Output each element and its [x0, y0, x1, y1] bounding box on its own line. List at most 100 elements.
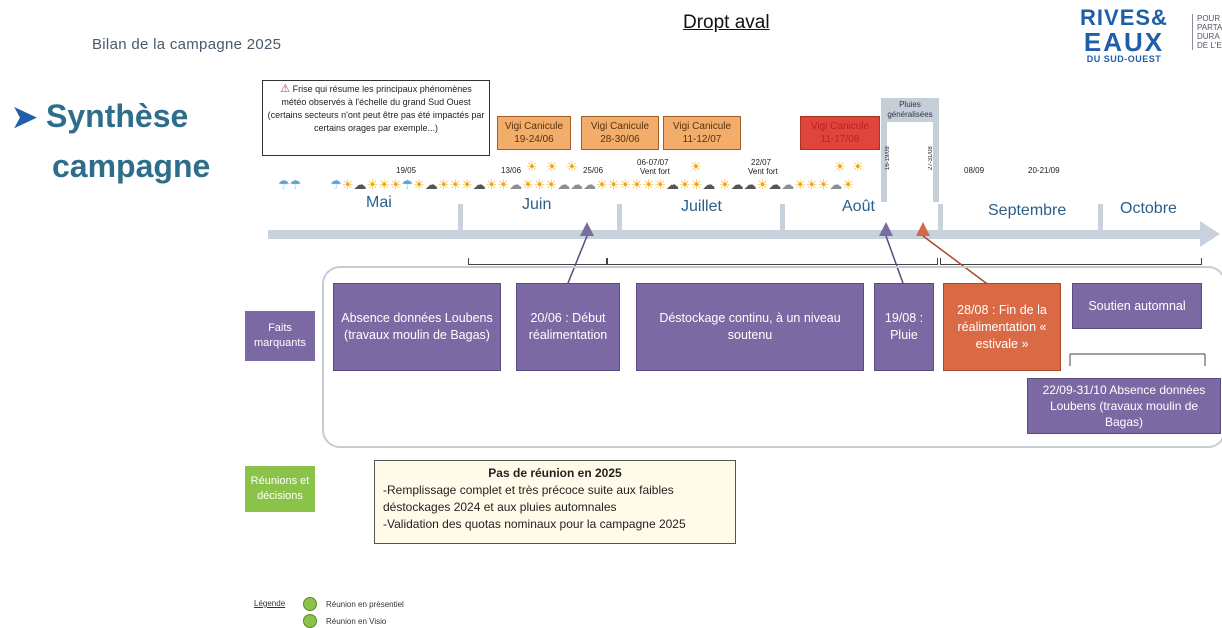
sun-icon: ☀ — [607, 177, 620, 192]
date-label: 08/09 — [964, 166, 985, 175]
timeline-tick — [1098, 204, 1103, 238]
pin-marker-red — [916, 222, 930, 236]
faits-marquants-label: Faits marquants — [245, 311, 315, 361]
sun-icon: ☀ — [596, 177, 608, 192]
sun-icon: ☀ — [852, 159, 864, 174]
sun-icon: ☀ — [366, 177, 379, 192]
month-mai: Mai — [366, 194, 392, 211]
page-title: Dropt aval — [683, 12, 770, 33]
reunion-title: Pas de réunion en 2025 — [488, 466, 622, 480]
sun-icon: ☀ — [842, 177, 854, 192]
sun-icon: ☀ — [341, 177, 354, 192]
sun-icon: ☀ — [526, 159, 538, 174]
sun-icon: ☀ — [522, 177, 534, 192]
timeline-bar — [268, 230, 1206, 239]
reunion-box: Pas de réunion en 2025 -Remplissage comp… — [374, 460, 736, 544]
legend-item: Réunion en Visio — [326, 617, 387, 626]
storm-icon: ☁ — [702, 177, 716, 192]
date-label: 19/05 — [396, 166, 417, 175]
period-bracket — [468, 258, 608, 265]
vigi-title: Vigi Canicule — [810, 121, 870, 132]
cloud-icon: ☁ — [509, 177, 523, 192]
presentation-subtitle: Bilan de la campagne 2025 — [92, 36, 282, 53]
sun-icon: ☀ — [461, 177, 473, 192]
month-juillet: Juillet — [681, 198, 722, 215]
logo-line-2: EAUX — [1083, 27, 1165, 57]
storm-icon: ☁ — [424, 177, 438, 192]
sun-icon: ☀ — [378, 177, 390, 192]
weather-note-text: Frise qui résume les principaux phénomèn… — [267, 84, 485, 133]
vigi-title: Vigi Canicule — [504, 121, 564, 132]
vigi-dates: 28-30/06 — [600, 134, 640, 145]
date-label: 22/07 — [751, 158, 772, 167]
sun-icon: ☀ — [679, 177, 691, 192]
timeline-tick — [938, 204, 943, 238]
event-box: 20/06 : Début réalimentation — [516, 283, 620, 371]
sun-icon: ☀ — [690, 159, 702, 174]
sun-icon: ☀ — [497, 177, 510, 192]
month-octobre: Octobre — [1120, 200, 1177, 217]
storm-icon: ☁ — [666, 177, 679, 192]
sun-icon: ☀ — [546, 159, 558, 174]
cloud-icon: ☁ — [583, 177, 597, 192]
date-label: 06-07/07 — [637, 158, 669, 167]
sun-icon: ☀ — [718, 177, 731, 192]
logo-tagline: POUR PARTA DURA DE L'E — [1192, 14, 1222, 50]
rives-eaux-logo: RIVES& EAUX DU SUD-OUEST — [1078, 6, 1170, 72]
sun-icon: ☀ — [631, 177, 643, 192]
sun-icon: ☀ — [389, 177, 402, 192]
sun-icon: ☀ — [794, 177, 806, 192]
sun-icon: ☀ — [449, 177, 462, 192]
sun-icon: ☀ — [566, 159, 578, 174]
vigi-canicule-3: Vigi Canicule 11-12/07 — [663, 116, 741, 150]
vigi-canicule-1: Vigi Canicule 19-24/06 — [497, 116, 571, 150]
sun-icon: ☀ — [756, 177, 769, 192]
month-aout: Août — [842, 198, 875, 215]
event-box: Déstockage continu, à un niveau soutenu — [636, 283, 864, 371]
logo-line-1: RIVES& — [1080, 5, 1168, 30]
sun-icon: ☀ — [437, 177, 450, 192]
pin-marker — [580, 222, 594, 236]
sun-icon: ☀ — [654, 177, 666, 192]
sun-icon: ☀ — [533, 177, 546, 192]
reunion-line-1: -Remplissage complet et très précoce sui… — [383, 483, 674, 514]
vigi-dates: 11-12/07 — [682, 134, 722, 145]
event-box: Absence données Loubens (travaux moulin … — [333, 283, 501, 371]
date-label: 13/06 — [501, 166, 522, 175]
date-label: 20-21/09 — [1028, 166, 1060, 175]
green-dot-icon — [303, 597, 317, 611]
vigi-title: Vigi Canicule — [590, 121, 650, 132]
sun-icon: ☀ — [690, 177, 703, 192]
sun-icon: ☀ — [642, 177, 655, 192]
weather-icons-strip: ☂☂ ☂☀☁☀☀☀☂☀☁☀☀☀☁☀☀☁☀☀☀☁☁☁☀☀☀☀☀☀☁☀☀☁ ☀☁☁☀… — [278, 178, 1208, 192]
sun-icon: ☀ — [485, 177, 498, 192]
date-label: Vent fort — [748, 167, 778, 176]
vigi-title: Vigi Canicule — [672, 121, 732, 132]
section-title-line-2: campagne — [52, 148, 211, 184]
reunions-label: Réunions et décisions — [245, 466, 315, 512]
faits-marquants-panel — [322, 266, 1222, 448]
storm-icon: ☁ — [730, 177, 744, 192]
rain-icon: ☂ — [401, 177, 414, 192]
green-dot-icon — [303, 614, 317, 628]
legend-item: Réunion en présentiel — [326, 600, 404, 609]
cloud-icon: ☁ — [829, 177, 843, 192]
sun-icon: ☀ — [619, 177, 632, 192]
chevron-right-icon: ➤ — [12, 101, 38, 134]
date-label: 25/06 — [583, 166, 604, 175]
timeline-arrow-head — [1200, 221, 1220, 247]
cloud-icon: ☁ — [557, 177, 571, 192]
sun-icon: ☀ — [413, 177, 425, 192]
sun-icon: ☀ — [817, 177, 830, 192]
cloud-icon: ☁ — [570, 177, 584, 192]
month-septembre: Septembre — [988, 202, 1067, 219]
event-box: 19/08 : Pluie — [874, 283, 934, 371]
cloud-icon: ☁ — [781, 177, 795, 192]
sun-icon: ☀ — [805, 177, 818, 192]
storm-icon: ☁ — [472, 177, 486, 192]
event-box: 22/09-31/10 Absence données Loubens (tra… — [1027, 378, 1221, 434]
storm-icon: ☁ — [353, 177, 367, 192]
reunion-line-2: -Validation des quotas nominaux pour la … — [383, 517, 686, 531]
vigi-canicule-2: Vigi Canicule 28-30/06 — [581, 116, 659, 150]
